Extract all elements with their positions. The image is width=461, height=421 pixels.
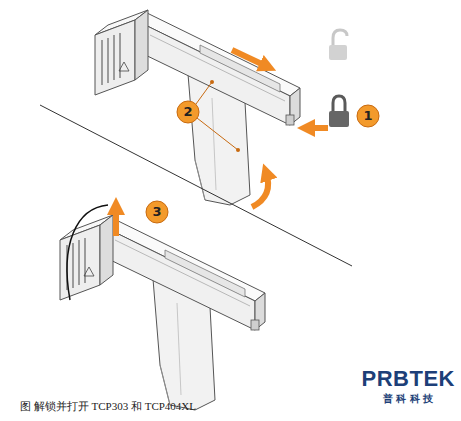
callout-number: 2 bbox=[177, 101, 199, 123]
callout-number: 1 bbox=[357, 105, 379, 127]
logo-subtext: 普 科 科 技 bbox=[383, 392, 433, 406]
logo-text: PRBTEK bbox=[362, 366, 455, 392]
callout-number: 3 bbox=[146, 201, 168, 223]
figure-caption: 图 解锁并打开 TCP303 和 TCP404XL bbox=[20, 399, 196, 414]
